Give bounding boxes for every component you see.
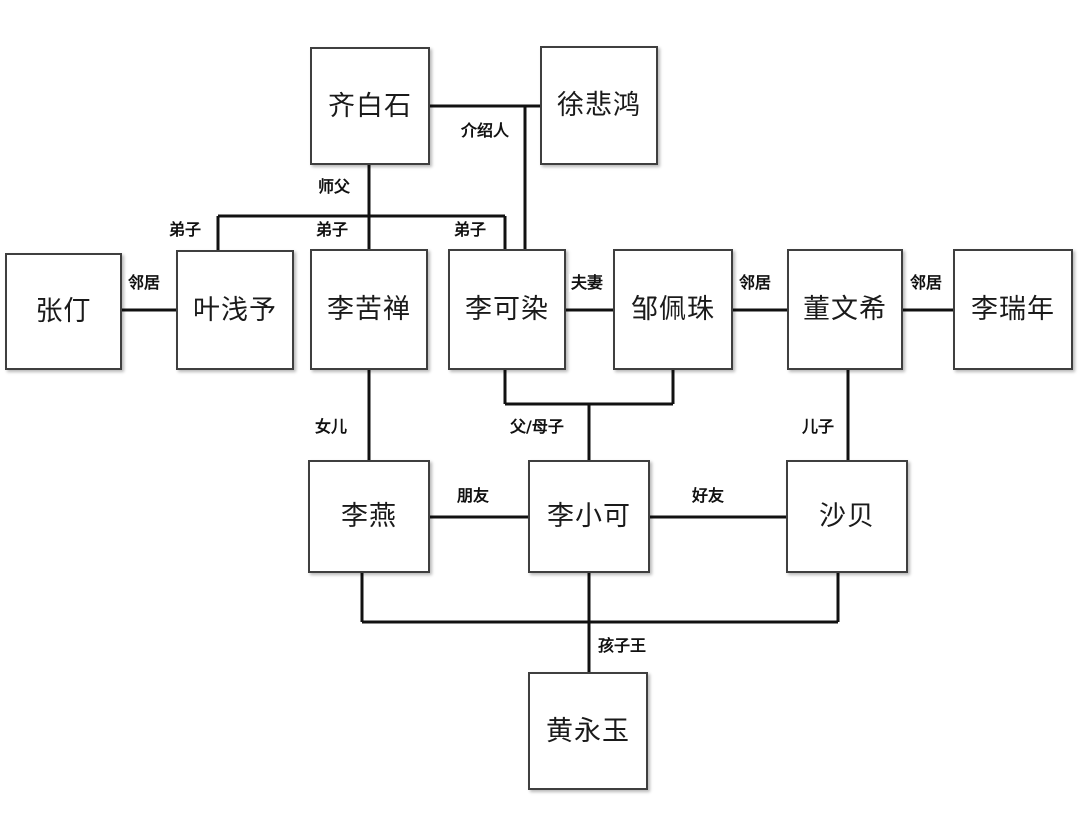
node-label: 董文希 [803,294,887,325]
edge-label-nver: 女儿 [313,417,350,436]
node-dongwenxi[interactable]: 董文希 [787,249,903,370]
node-liruinian[interactable]: 李瑞年 [953,249,1073,370]
edge-label-dizi-yeqianyu: 弟子 [167,220,204,239]
node-label: 张仃 [35,296,92,327]
node-shabei[interactable]: 沙贝 [786,460,908,573]
node-label: 黄永玉 [546,715,630,747]
node-label: 叶浅予 [193,294,277,326]
node-label: 李燕 [341,501,397,532]
node-zoupeizhu[interactable]: 邹佩珠 [613,249,733,370]
node-label: 邹佩珠 [631,294,715,325]
edge-label-dizi-likeran: 弟子 [452,220,489,239]
edge-label-linju-dongwenxi-liruinian: 邻居 [908,273,945,292]
node-huangyongyu[interactable]: 黄永玉 [528,672,648,790]
edge-label-erzi: 儿子 [800,417,837,436]
node-label: 李苦禅 [327,294,411,325]
edge-label-shifu: 师父 [316,177,353,196]
node-yeqianyu[interactable]: 叶浅予 [176,250,294,370]
edge-label-fumuzi: 父/母子 [508,417,566,436]
node-zhangding[interactable]: 张仃 [5,253,122,370]
node-likushan[interactable]: 李苦禅 [310,249,428,370]
edge-label-fuqi: 夫妻 [569,273,606,292]
node-liyan[interactable]: 李燕 [308,460,430,573]
edge-label-linju-zoupeizhu-dongwenxi: 邻居 [737,273,774,292]
node-label: 齐白石 [328,90,412,122]
edge-label-linju-zhangding-yeqianyu: 邻居 [126,273,163,292]
edge-label-pengyou: 朋友 [455,486,492,505]
node-likeran[interactable]: 李可染 [448,249,566,370]
node-qibaishi[interactable]: 齐白石 [310,47,430,165]
node-label: 李可染 [465,294,549,325]
node-label: 沙贝 [819,501,875,532]
edge-label-jieshaoren: 介绍人 [459,121,512,140]
node-lixiaoke[interactable]: 李小可 [528,460,650,573]
edge-label-dizi-likushan: 弟子 [314,220,351,239]
node-xubeihong[interactable]: 徐悲鸿 [540,46,658,165]
edge-label-haoyou: 好友 [690,486,727,505]
node-label: 徐悲鸿 [557,90,641,121]
edge-label-haiziwang: 孩子王 [596,636,649,655]
node-label: 李瑞年 [971,294,1055,325]
node-label: 李小可 [547,501,631,532]
